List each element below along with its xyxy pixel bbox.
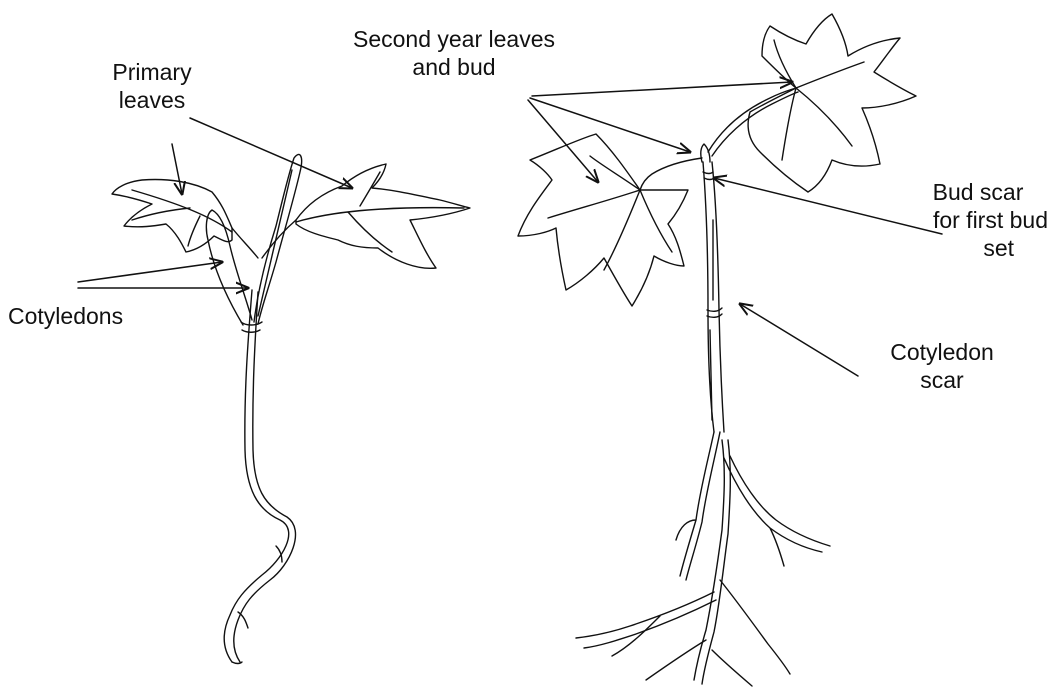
petiole-left — [232, 228, 258, 258]
label-line: Primary — [98, 58, 206, 86]
label-cotyledons: Cotyledons — [8, 302, 164, 330]
label-line: set — [908, 234, 1048, 262]
cotyledon-right — [254, 154, 302, 324]
label-line: and bud — [322, 53, 586, 81]
pointer-arrows — [78, 82, 942, 376]
terminal-bud — [701, 144, 710, 162]
arrow-cotyledon-scar — [740, 304, 858, 376]
root-right-inner — [730, 456, 830, 546]
first-year-seedling — [112, 154, 470, 663]
root-hair — [238, 612, 248, 628]
root-hair — [276, 546, 282, 562]
bud-scar-ring — [703, 172, 713, 174]
label-line: Cotyledons — [8, 302, 164, 330]
root-main-inner — [702, 440, 730, 684]
arrow-cotyledons-upper — [78, 262, 222, 282]
label-primary-leaves: Primary leaves — [98, 58, 206, 114]
label-line: scar — [862, 366, 1022, 394]
label-bud-scar: Bud scar for first bud set — [908, 178, 1048, 262]
second-year-leaf-right-vein — [774, 40, 864, 160]
arrow-second-year-right-leaf — [532, 82, 792, 96]
arrow-primary-leaves-left — [172, 144, 182, 194]
label-line: leaves — [98, 86, 206, 114]
label-line: Second year leaves — [322, 25, 586, 53]
cotyledon-left — [206, 210, 252, 325]
cotyledon-right-vein — [258, 170, 292, 316]
root-lateral-right — [720, 580, 790, 674]
bud-scar-ring — [704, 178, 714, 180]
root-left — [676, 432, 714, 576]
seedling-stem-inner — [712, 162, 724, 432]
arrow-second-year-bud — [530, 98, 690, 152]
cotyledon-scar-ring — [707, 308, 722, 311]
label-line: Bud scar — [908, 178, 1048, 206]
seedling-stem-inner — [234, 292, 296, 662]
second-year-leaf-left — [518, 134, 688, 306]
cotyledon-node — [242, 330, 260, 332]
root-left-inner — [686, 432, 720, 580]
label-second-year-leaves: Second year leaves and bud — [322, 25, 586, 81]
primary-leaf-left — [112, 180, 232, 253]
root-lateral-left — [576, 592, 714, 656]
root-lateral-left-inner — [584, 600, 716, 648]
label-line: Cotyledon — [862, 338, 1022, 366]
arrow-second-year-left-leaf — [528, 100, 598, 182]
root-lateral-bottom — [646, 640, 752, 686]
primary-leaf-right-vein — [296, 172, 464, 252]
label-line: for first bud — [908, 206, 1048, 234]
label-cotyledon-scar: Cotyledon scar — [862, 338, 1022, 394]
petiole-left — [640, 158, 702, 190]
arrow-primary-leaves-right — [190, 118, 352, 188]
